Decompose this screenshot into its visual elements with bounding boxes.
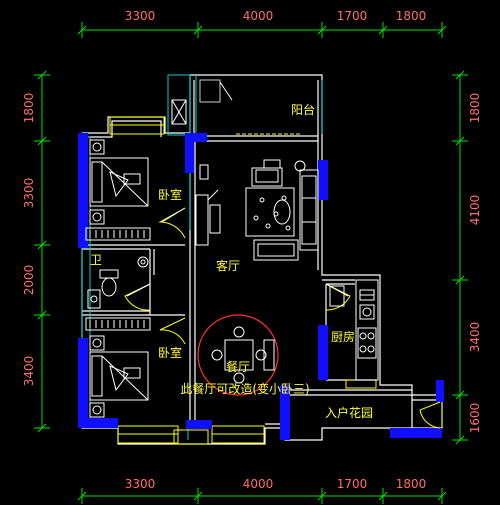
dim-top-4: 1800: [396, 9, 427, 23]
toilet-icon: [87, 256, 149, 309]
dim-bottom-1: 3300: [125, 477, 156, 491]
room-label-bathroom: 卫: [90, 253, 102, 267]
dim-bottom-4: 1800: [396, 477, 427, 491]
dimension-lines: [34, 22, 468, 504]
dim-top-1: 3300: [125, 9, 156, 23]
kitchen-counter-icon: [329, 279, 379, 381]
columns: [78, 133, 444, 440]
dim-left-1: 1800: [22, 93, 36, 124]
dining-table-icon: [211, 326, 275, 384]
tv-cabinet: [195, 164, 221, 246]
bed-icon: [89, 335, 149, 418]
doors: [124, 207, 441, 429]
dim-top-2: 4000: [243, 9, 274, 23]
dim-right-4: 1600: [468, 403, 482, 434]
room-label-bedroom-bottom: 卧室: [158, 345, 182, 360]
room-label-entry-garden: 入户花园: [325, 405, 373, 420]
room-label-balcony: 阳台: [291, 102, 315, 117]
dim-left-2: 3300: [22, 178, 36, 209]
dim-right-2: 4100: [468, 195, 482, 226]
wardrobe-bottom: [85, 317, 151, 331]
windows: [109, 116, 443, 445]
dim-left-3: 2000: [22, 265, 36, 296]
room-label-living-room: 客厅: [216, 258, 240, 273]
room-label-dining-room: 餐厅: [226, 359, 250, 374]
door-panels: [126, 207, 349, 297]
dining-renovation-note: 此餐厅可改造(变小卧三): [180, 381, 309, 396]
dim-bottom-3: 1700: [337, 477, 368, 491]
dim-left-4: 3400: [22, 356, 36, 387]
dim-right-1: 1800: [468, 93, 482, 124]
room-label-bedroom-top: 卧室: [158, 187, 182, 202]
room-label-kitchen: 厨房: [331, 329, 355, 344]
bed-icon: [89, 139, 149, 225]
wardrobe-top: [85, 227, 151, 241]
dim-bottom-2: 4000: [243, 477, 274, 491]
dining-area-circle: [197, 314, 279, 396]
dim-top-3: 1700: [337, 9, 368, 23]
sofa-icon: [245, 159, 319, 261]
dim-right-3: 3400: [468, 322, 482, 353]
balcony-fixtures: [171, 79, 233, 125]
